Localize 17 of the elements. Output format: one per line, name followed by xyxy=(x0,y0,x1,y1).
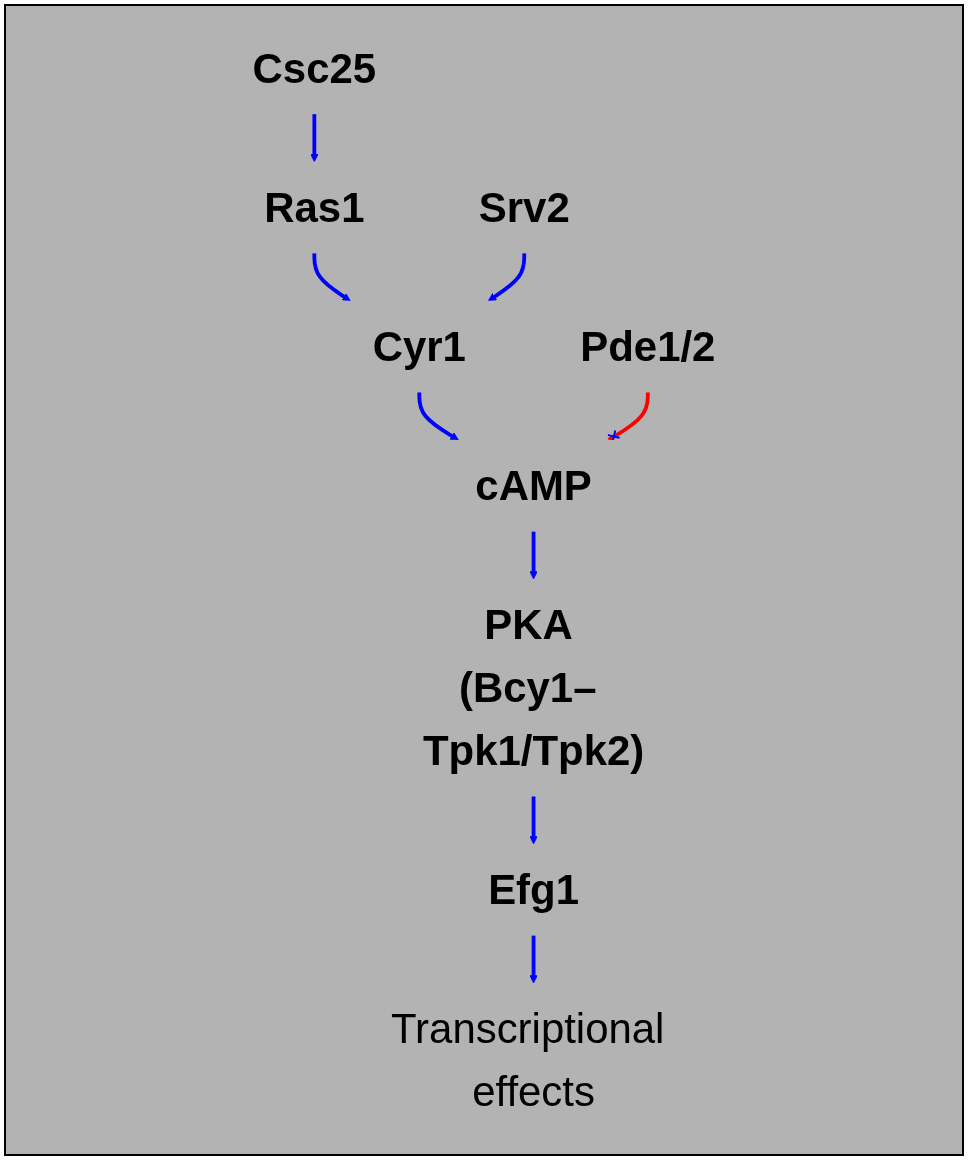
arrow xyxy=(529,796,538,845)
arrow xyxy=(312,253,351,302)
node-text: cAMP xyxy=(475,461,592,509)
arrow xyxy=(487,253,527,302)
node-text: Srv2 xyxy=(478,183,570,231)
node-text: Pde1/2 xyxy=(580,322,716,370)
arrow xyxy=(310,114,319,163)
node-text: Ras1 xyxy=(264,183,365,231)
arrow xyxy=(529,935,538,984)
arrow xyxy=(417,392,459,441)
node-text: Efg1 xyxy=(488,865,579,913)
arrow xyxy=(529,531,538,580)
diagram-background: Csc25 Ras1 Cyr1 Srv2 Pde1/2 cAMP PKA (Bcy1– Tpk1/Tpk2) Efg1 Transcriptional effects xyxy=(4,4,964,1156)
node-text: PKA (Bcy1– Tpk1/Tpk2) xyxy=(422,600,645,774)
node-text: Csc25 xyxy=(252,44,377,92)
node-text: Transcriptional effects xyxy=(391,1004,665,1115)
node-text: Cyr1 xyxy=(372,322,466,370)
